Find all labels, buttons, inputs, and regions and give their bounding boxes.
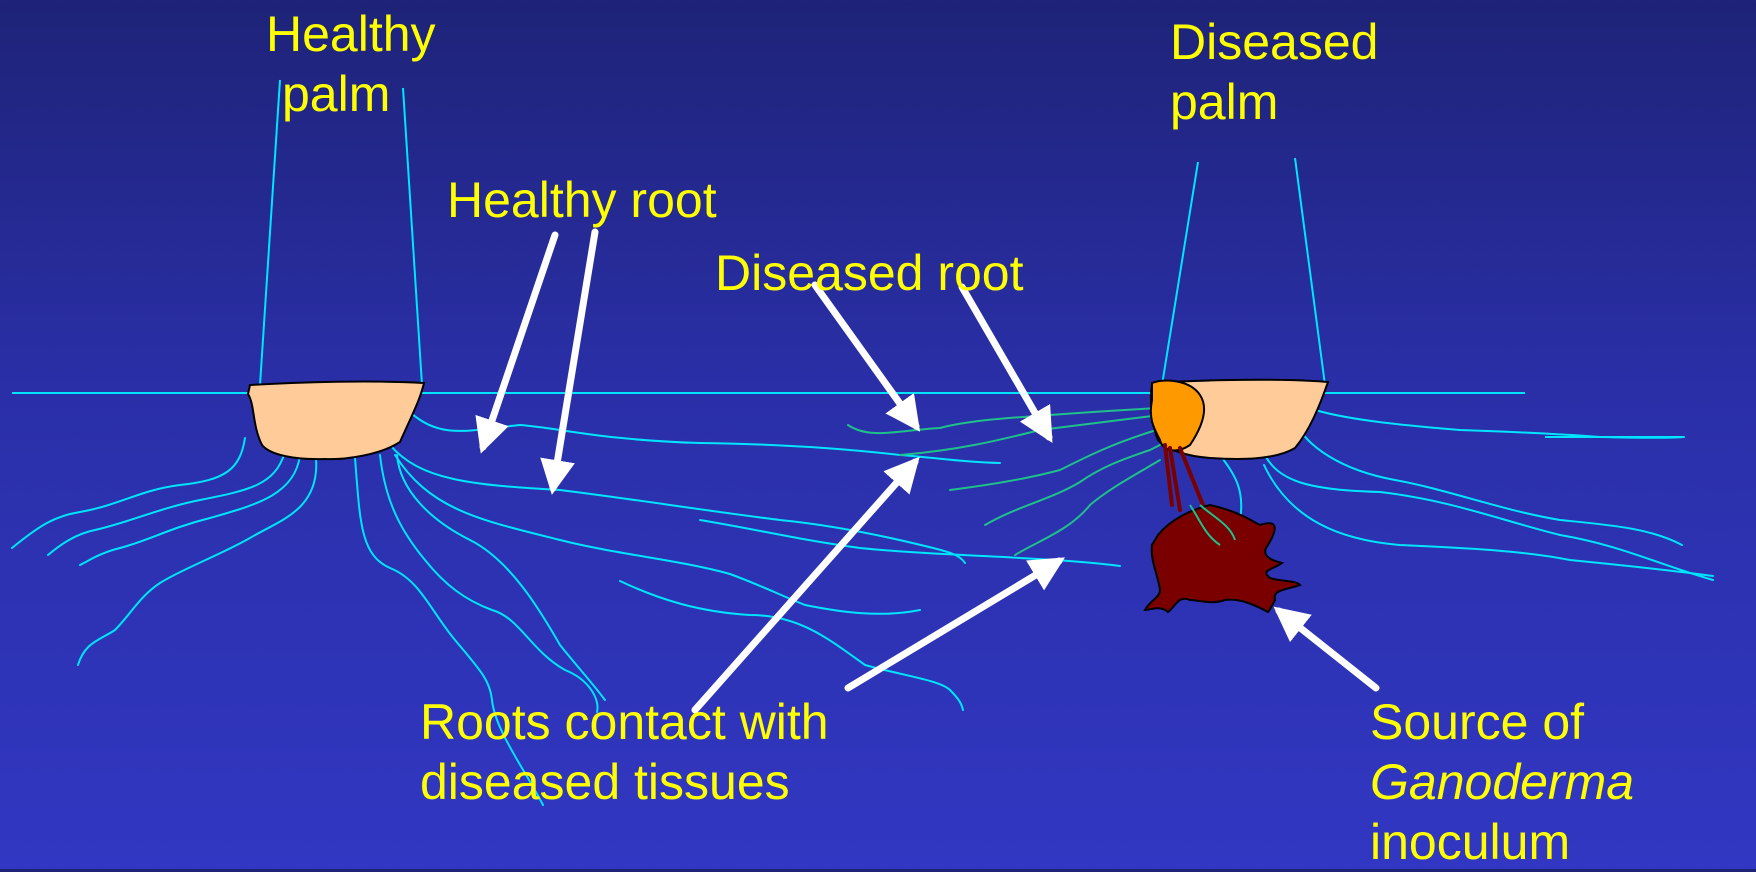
inoculum-source-label-line3: inoculum: [1370, 812, 1634, 872]
arrow-roots-contact-1: [695, 462, 915, 710]
healthy-palm-label-line1: Healthy: [266, 4, 436, 64]
healthy-palm-label: Healthy palm: [266, 4, 436, 124]
diseased-palm-trunk: [1162, 158, 1325, 385]
arrow-diseased-root-1: [815, 285, 916, 426]
roots-contact-label-line1: Roots contact with: [420, 692, 829, 752]
arrow-healthy-root-2: [553, 232, 595, 488]
healthy-palm-trunk: [260, 80, 422, 385]
arrow-roots-contact-2: [848, 561, 1059, 688]
arrow-healthy-root-1: [483, 235, 555, 447]
healthy-palm-label-line2: palm: [266, 64, 436, 124]
inoculum-source-label: Source of Ganoderma inoculum: [1370, 692, 1634, 872]
diseased-palm-label: Diseased palm: [1170, 12, 1378, 132]
arrow-diseased-root-2: [962, 287, 1049, 437]
diseased-root-label: Diseased root: [715, 243, 1024, 303]
roots-contact-label: Roots contact with diseased tissues: [420, 692, 829, 812]
ganoderma-inoculum: [1145, 505, 1300, 612]
inoculum-source-label-line2: Ganoderma: [1370, 752, 1634, 812]
healthy-palm-base: [248, 382, 424, 460]
inoculum-source-label-line1: Source of: [1370, 692, 1634, 752]
pointer-arrows: [483, 232, 1376, 710]
roots-contact-label-line2: diseased tissues: [420, 752, 829, 812]
diseased-palm-label-line1: Diseased: [1170, 12, 1378, 72]
healthy-root-label: Healthy root: [447, 170, 717, 230]
arrow-source: [1279, 611, 1376, 688]
diseased-palm-label-line2: palm: [1170, 72, 1378, 132]
